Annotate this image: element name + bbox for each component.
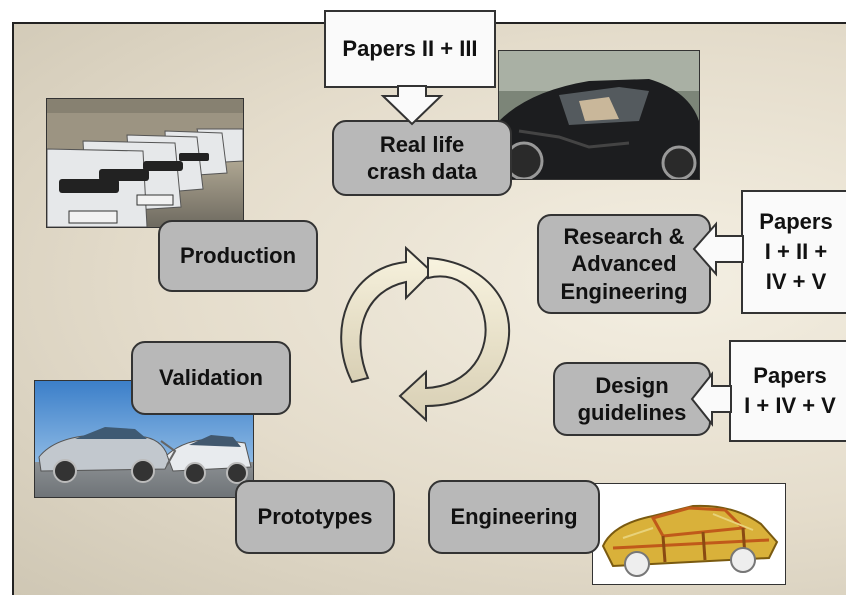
validation-box: Validation — [131, 341, 291, 415]
papers-research-callout: Papers I + II + IV + V — [741, 190, 846, 314]
prototypes-box: Prototypes — [235, 480, 395, 554]
car-body-frame-render — [592, 483, 786, 585]
production-box: Production — [158, 220, 318, 292]
left-arrow-design-icon — [690, 371, 732, 427]
design-guidelines-box: Design guidelines — [553, 362, 711, 436]
real-life-crash-data-box: Real life crash data — [332, 120, 512, 196]
papers-ii-iii-callout: Papers II + III — [324, 10, 496, 88]
crashed-car-photo — [498, 50, 700, 180]
research-advanced-engineering-box: Research & Advanced Engineering — [537, 214, 711, 314]
cycle-arrow-upper-icon — [340, 245, 434, 384]
left-arrow-research-icon — [692, 221, 744, 277]
papers-design-callout: Papers I + IV + V — [729, 340, 846, 442]
down-arrow-icon — [380, 85, 444, 126]
cycle-arrow-lower-icon — [398, 256, 511, 423]
engineering-box: Engineering — [428, 480, 600, 554]
production-cars-photo — [46, 98, 244, 228]
